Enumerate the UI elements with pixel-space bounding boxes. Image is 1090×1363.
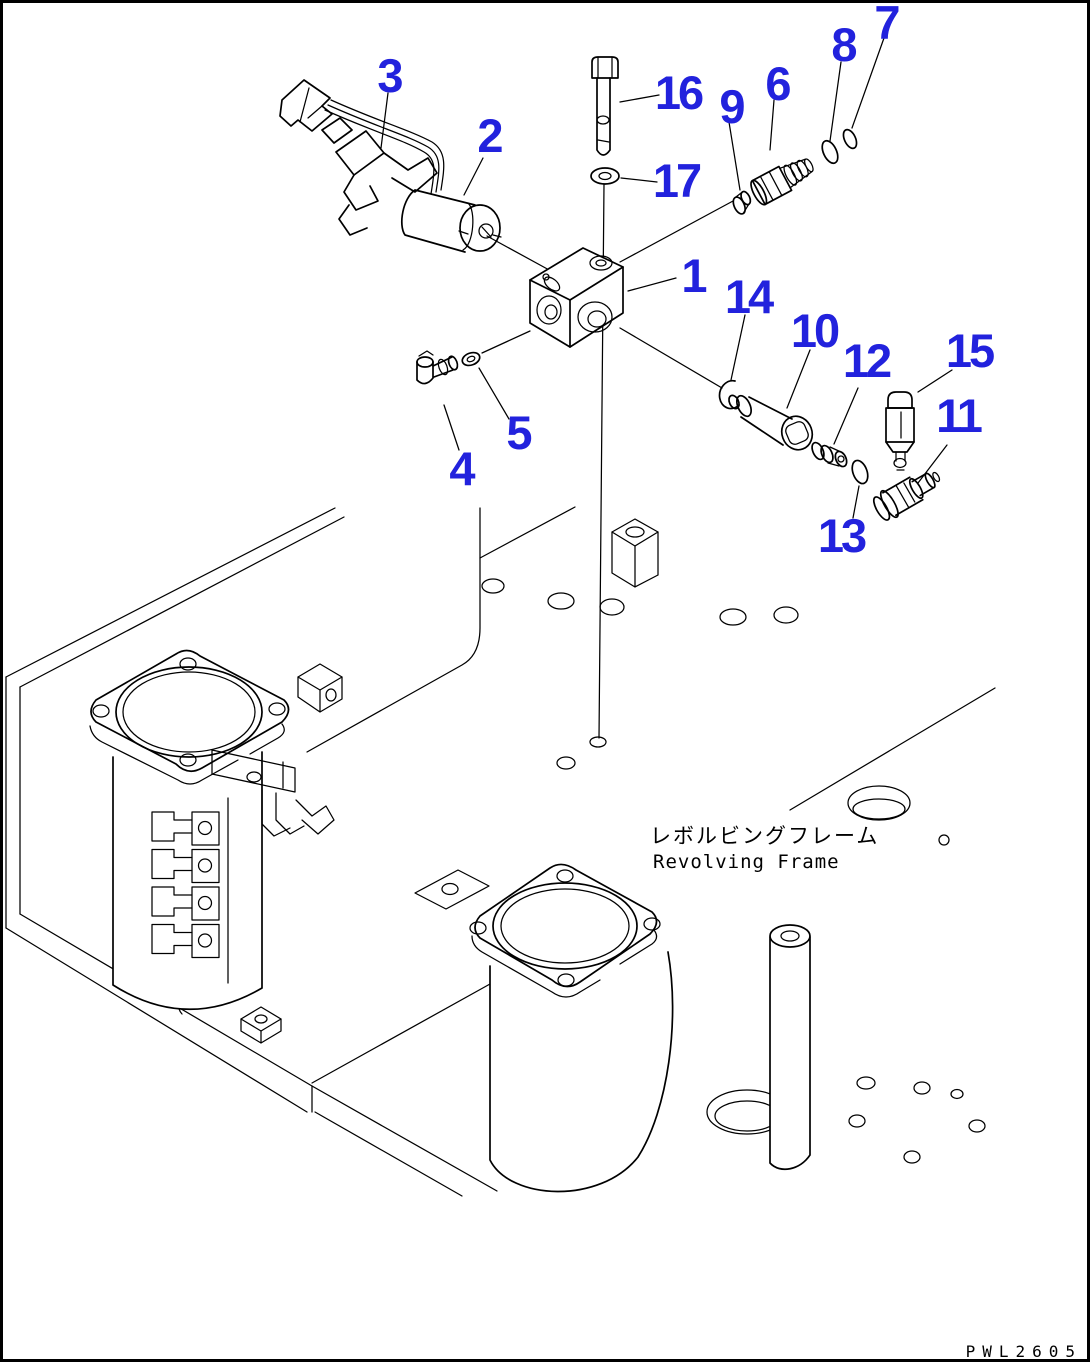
relief-valve [872,471,941,521]
callout-label-7: 7 [874,0,899,49]
frame-right-edge [789,687,996,811]
frame-bottom-edge-lower [5,927,308,1113]
callout-label-16: 16 [655,66,703,119]
valve-cartridge [885,391,915,471]
frame-block-center [611,518,659,588]
valve-block [529,247,624,348]
tower-body [489,951,674,1193]
flange-tab [414,869,490,910]
o-ring-8 [821,139,839,165]
tower-tab [151,811,220,846]
callout-label-6: 6 [765,57,790,110]
frame-block-left [297,663,343,713]
frame-cutout-edge [306,507,481,753]
callout-label-1: 1 [681,249,706,302]
callout-label-11: 11 [936,389,982,442]
callout-label-17: 17 [653,154,701,207]
frame-nut [240,1006,282,1044]
elbow-fitting [416,350,459,385]
callout-label-14: 14 [725,270,774,323]
callout-label-4: 4 [449,442,475,495]
harness-plug [321,117,353,144]
plug [750,158,814,206]
callout-label-9: 9 [719,80,744,133]
tower-bracket [211,749,335,837]
exploded-valve-assembly [279,37,953,748]
revolving-frame [5,506,996,1197]
frame-bottom-edge-right-lower [314,1111,463,1197]
callout-label-3: 3 [377,49,402,102]
flange-bore [115,666,263,758]
frame-label-english: Revolving Frame [653,851,840,873]
sleeve [728,394,814,451]
frame-wall-top-edge-inner [19,516,345,688]
solenoid-valve [401,189,502,253]
callout-label-2: 2 [477,109,502,162]
frame-inner-edge [311,983,491,1084]
callout-label-5: 5 [506,406,531,459]
filter-tower-left [89,649,335,1011]
frame-wall-top-edge [5,507,336,678]
callout-label-8: 8 [831,18,856,71]
leader-lines [380,37,953,519]
bolt [591,56,619,156]
washer-5 [461,351,481,367]
callout-label-10: 10 [791,304,839,357]
flange-bore [492,882,638,970]
washer [590,167,620,185]
frame-pipe [706,924,811,1171]
frame-bottom-edge-right-upper [311,1085,498,1192]
frame-cutout-branch-edge [479,506,576,559]
wiring-harness [279,79,445,236]
plug-small [732,190,752,215]
o-ring-13 [851,459,869,485]
frame-label-japanese: レボルビングフレーム [650,824,879,848]
harness-clamp [335,130,438,236]
o-ring-7 [842,128,858,150]
callout-label-13: 13 [818,509,866,562]
flange-outline [90,649,290,773]
callout-label-12: 12 [843,334,891,387]
harness-connector [279,79,333,132]
callout-label-15: 15 [946,324,994,377]
drawing-code: PWL2605 [966,1342,1082,1361]
filter-tower-center [414,863,674,1193]
fitting [811,441,848,468]
